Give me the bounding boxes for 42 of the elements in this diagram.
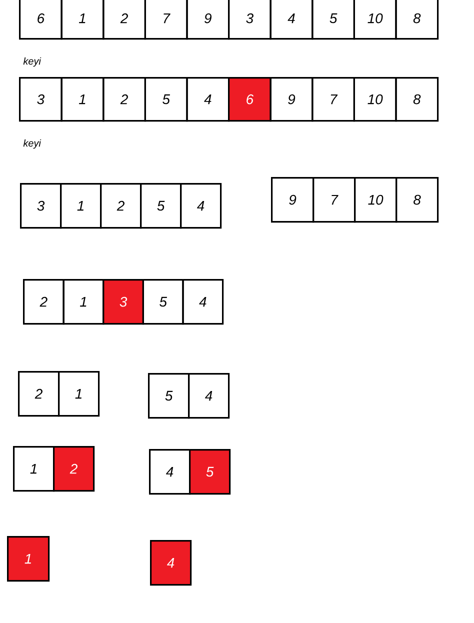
array-cell: 3 [20,183,62,229]
highlighted-cell: 6 [228,77,272,122]
array-cell: 7 [144,0,188,40]
pivot-label: keyi [23,139,42,149]
array-cell: 2 [102,77,146,122]
array-cell: 8 [396,177,439,223]
array-cell: 2 [18,371,60,417]
array-cell: 3 [228,0,272,40]
array-cell: 1 [58,371,100,417]
array-cell: 8 [395,77,439,122]
array-cell: 9 [270,77,314,122]
array-cell: 5 [148,373,190,419]
array-cell: 2 [102,0,146,40]
pivot-label: keyi [23,57,42,67]
array-cell: 2 [100,183,142,229]
array-cell: 3 [19,77,62,122]
array-cell: 4 [180,183,222,229]
array-cell: 6 [19,0,62,40]
array-cell: 8 [395,0,439,40]
array-cell: 1 [60,0,104,40]
highlighted-cell: 5 [189,449,231,495]
array-cell: 2 [23,279,64,325]
array-cell: 10 [353,77,397,122]
array-cell: 4 [188,373,230,419]
array-cell: 9 [271,177,314,223]
highlighted-cell: 1 [7,536,50,582]
array-cell: 1 [60,77,104,122]
highlighted-cell: 3 [102,279,144,325]
array-cell: 4 [182,279,224,325]
array-cell: 5 [140,183,182,229]
array-cell: 5 [142,279,184,325]
array-cell: 10 [354,177,398,223]
highlighted-cell: 4 [150,540,192,586]
array-cell: 5 [144,77,188,122]
array-cell: 9 [186,0,230,40]
highlighted-cell: 2 [53,446,95,492]
array-cell: 4 [270,0,314,40]
array-cell: 5 [312,0,355,40]
array-cell: 7 [312,177,356,223]
array-cell: 1 [60,183,102,229]
array-cell: 7 [312,77,355,122]
array-cell: 10 [353,0,397,40]
